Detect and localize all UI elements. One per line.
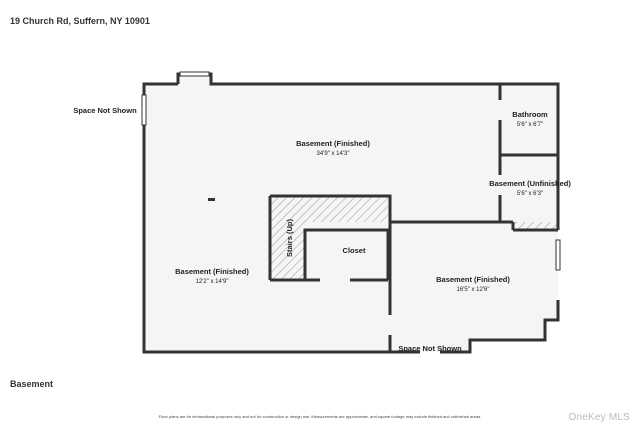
wall-marker <box>208 198 215 201</box>
room-dims: 5'6" x 6'7" <box>517 122 543 128</box>
door-openings <box>322 100 502 335</box>
room-label: Basement (Finished) <box>296 139 370 148</box>
room-label: Basement (Unfinished) <box>489 179 571 188</box>
room-label: Closet <box>343 246 366 255</box>
property-address: 19 Church Rd, Suffern, NY 10901 <box>10 16 150 26</box>
floor-name: Basement <box>10 379 54 389</box>
room-dims: 5'6" x 6'3" <box>517 191 543 197</box>
room-label: Basement (Finished) <box>436 275 510 284</box>
brand-watermark: OneKey MLS <box>568 412 630 423</box>
interior-walls <box>268 84 558 352</box>
disclaimer-text: Floor plans are for informational purpos… <box>158 414 482 419</box>
room-label: Bathroom <box>512 110 548 119</box>
room-dims: 12'2" x 14'9" <box>196 279 229 285</box>
room-label: Basement (Finished) <box>175 267 249 276</box>
outside-label: Space Not Shown <box>73 106 137 115</box>
windows <box>141 71 561 271</box>
stairs-label: Stairs (Up) <box>285 219 294 257</box>
room-dims: 34'9" x 14'3" <box>317 151 350 157</box>
exterior-walls <box>142 72 560 354</box>
room-dims: 16'5" x 12'6" <box>457 287 490 293</box>
utility-hatch <box>513 222 558 230</box>
stairs-hatch <box>270 196 388 280</box>
outside-label: Space Not Shown <box>398 344 462 353</box>
